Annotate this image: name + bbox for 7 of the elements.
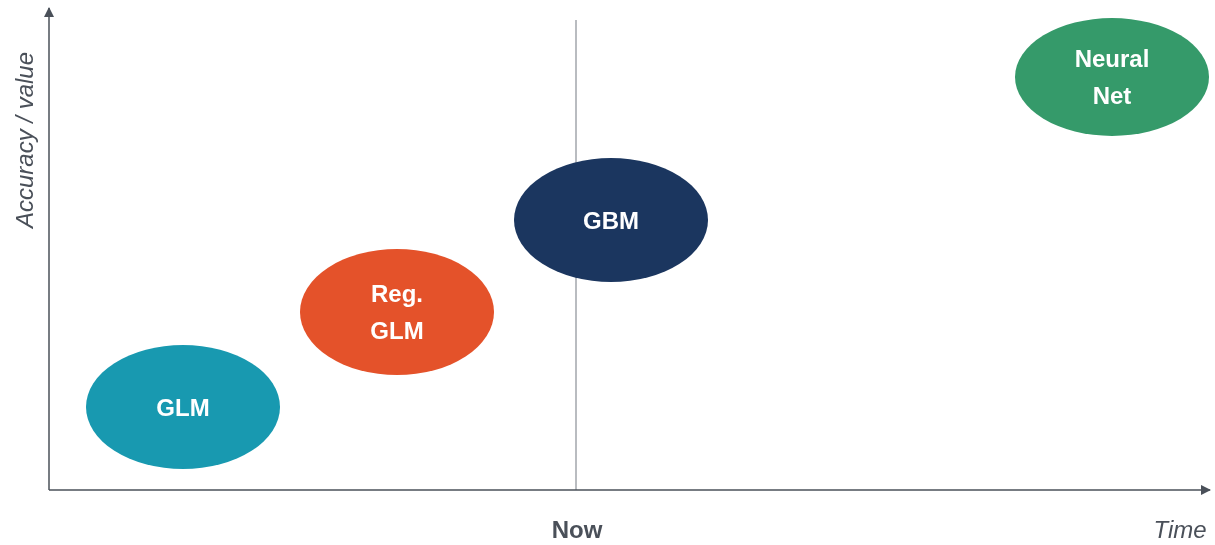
axis-label: Now [551,516,603,544]
model-label: Reg. GLM [369,279,425,346]
model-label: Neural Net [1073,44,1151,111]
axis-title: Time [1153,516,1207,544]
axis-title: Accuracy / value [11,51,39,229]
model-label: GLM [155,392,211,423]
model-label: GBM [582,205,640,236]
